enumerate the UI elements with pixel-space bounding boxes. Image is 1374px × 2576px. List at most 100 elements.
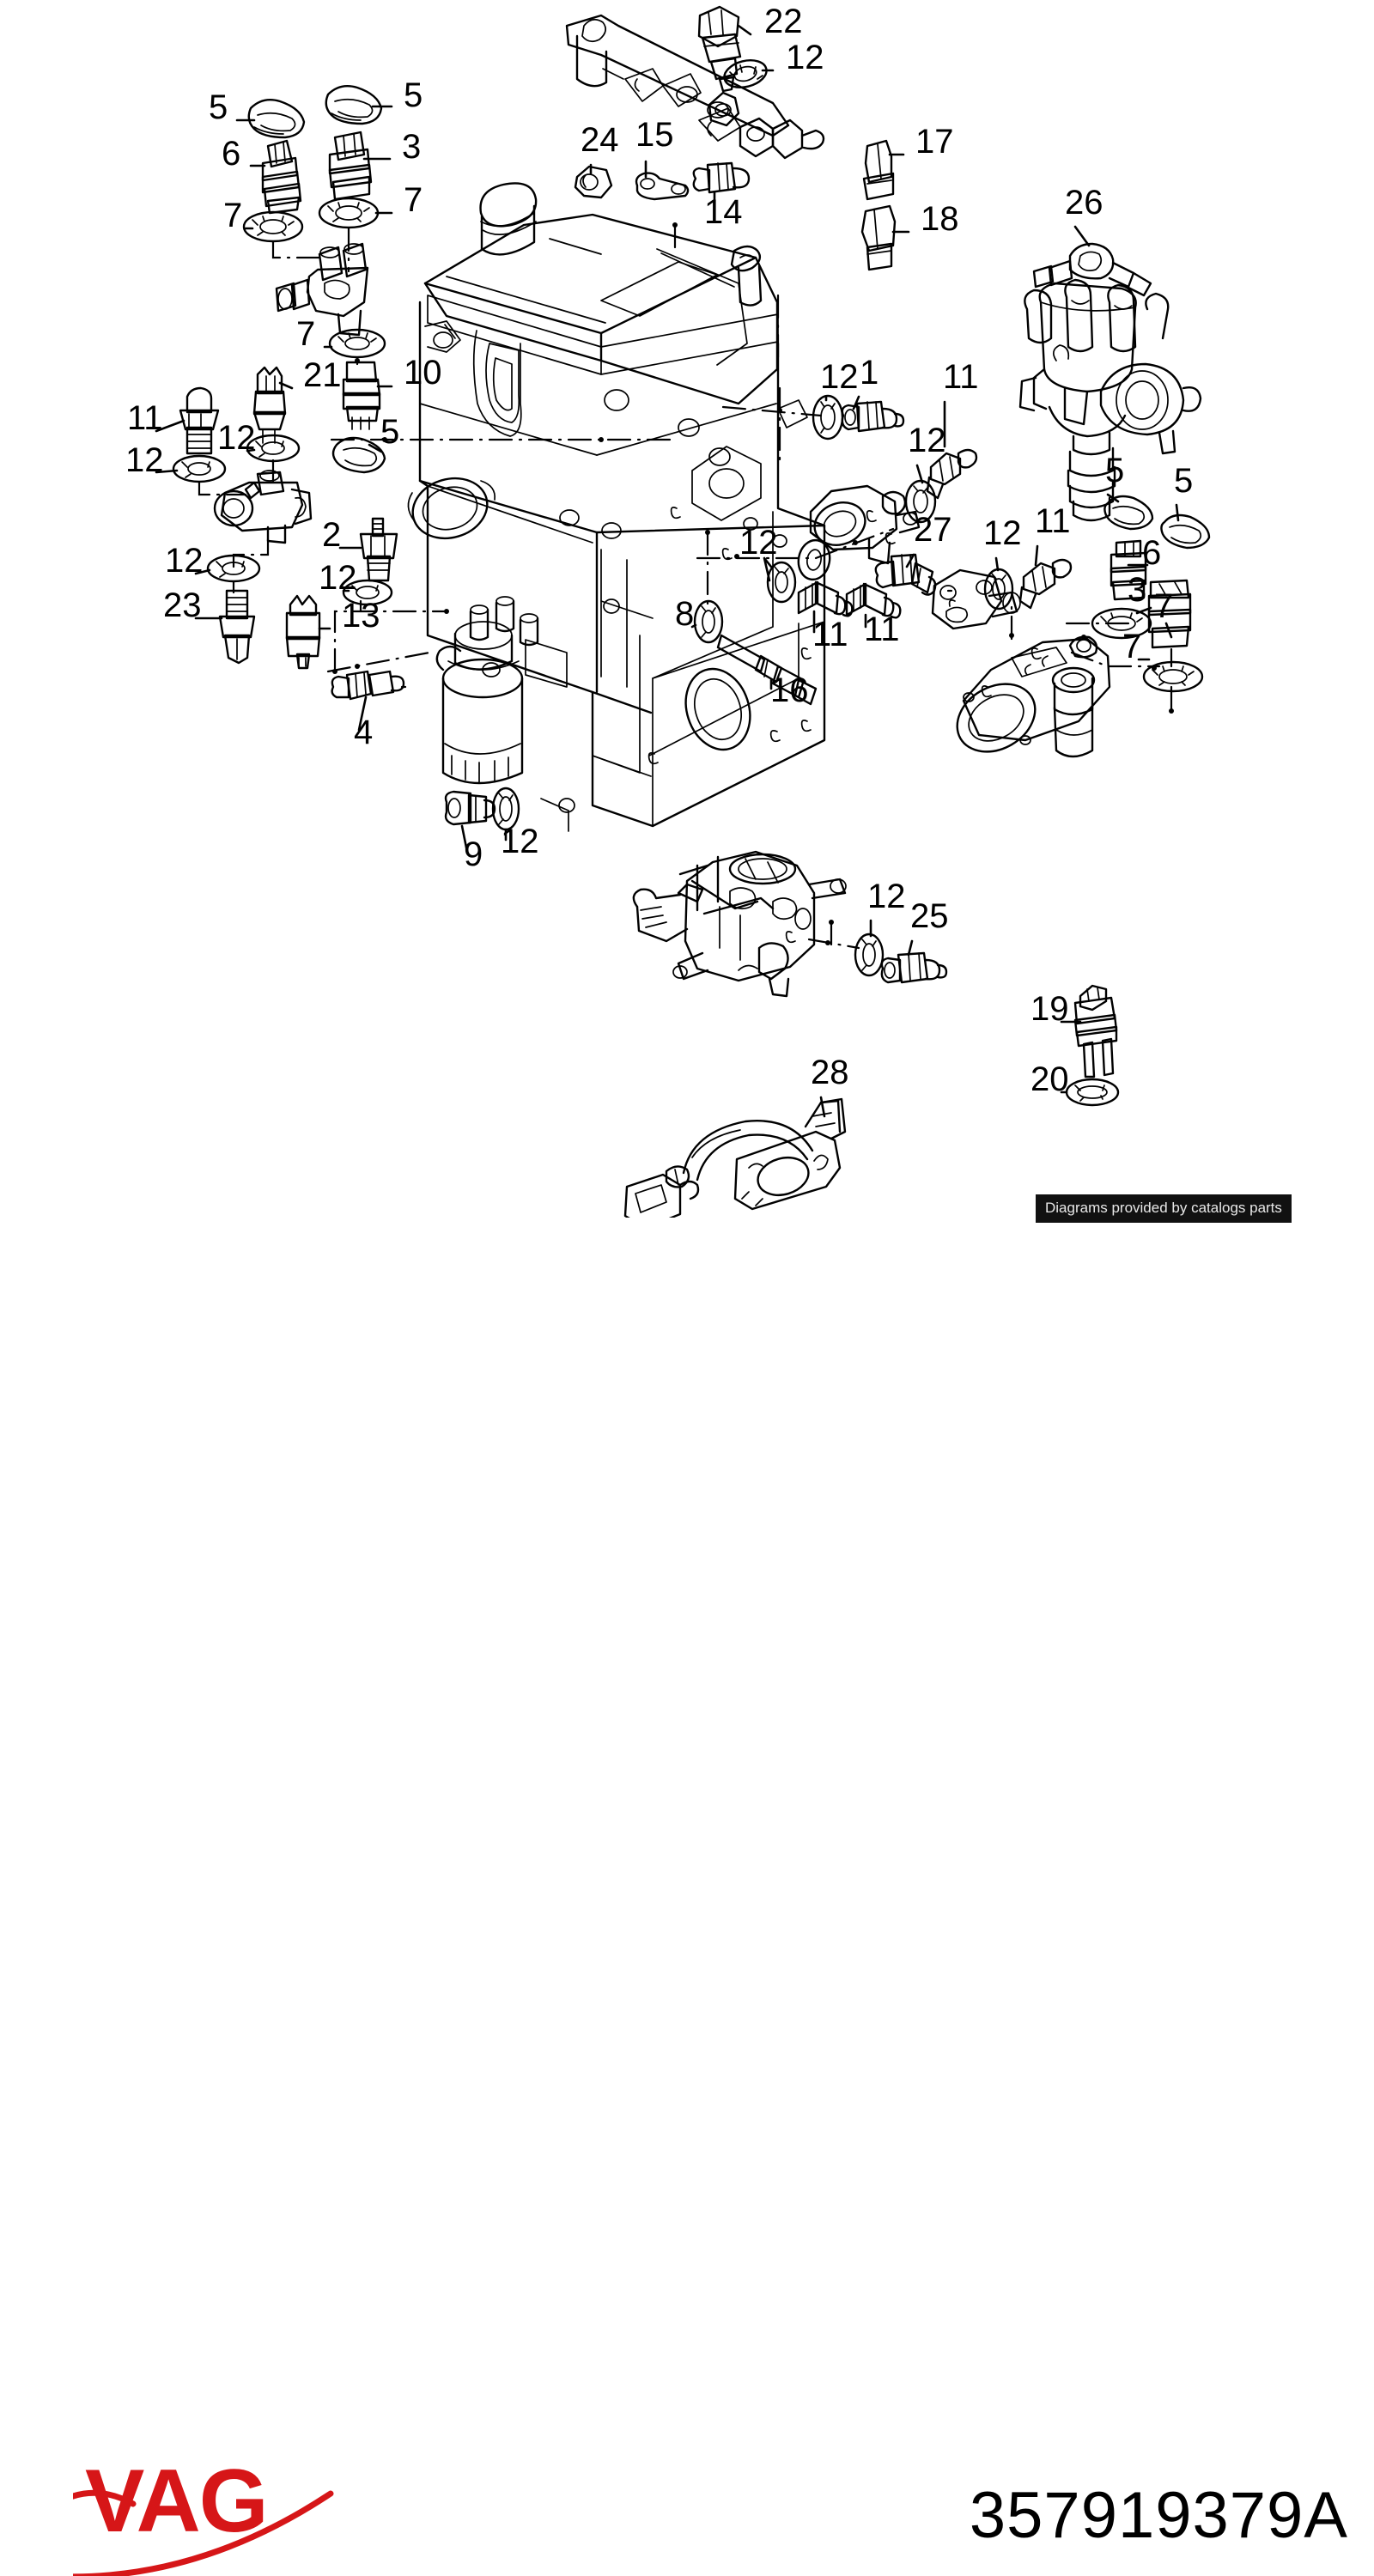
part-seal-7a xyxy=(242,210,304,243)
callout-12: 12 xyxy=(739,524,778,562)
callout-5: 5 xyxy=(380,413,399,451)
part-oring-20 xyxy=(1065,1078,1120,1107)
callout-12: 12 xyxy=(319,559,357,597)
callout-1: 1 xyxy=(860,354,879,392)
callout-19: 19 xyxy=(1030,990,1069,1028)
part-washer-12d xyxy=(812,394,844,440)
callout-8: 8 xyxy=(675,595,694,633)
callout-7: 7 xyxy=(1122,628,1141,665)
part-connector-3a xyxy=(328,131,373,201)
assembly-axis-lines xyxy=(198,222,1174,950)
callout-11: 11 xyxy=(864,611,900,648)
part-washer-12k xyxy=(854,933,885,977)
callout-20: 20 xyxy=(1030,1060,1069,1098)
part-switch-11d xyxy=(845,582,902,619)
part-valve-2 xyxy=(359,517,398,582)
intake-manifold-illustration xyxy=(565,5,825,160)
leader-lines xyxy=(155,24,1180,1118)
part-connector-10 xyxy=(342,361,381,430)
part-number: 357919379A xyxy=(969,2479,1348,2552)
callout-12: 12 xyxy=(820,358,859,396)
callout-7: 7 xyxy=(1154,587,1173,625)
part-connector-18 xyxy=(860,204,897,271)
callout-12: 12 xyxy=(908,422,946,459)
callout-5: 5 xyxy=(1174,462,1193,500)
callout-12: 12 xyxy=(983,514,1022,552)
parts-diagram-canvas: 5563772212241514171826721101112125121111… xyxy=(125,3,1211,1230)
coolant-housing-illustration xyxy=(809,484,921,565)
callout-25: 25 xyxy=(910,897,949,935)
callout-4: 4 xyxy=(354,714,373,751)
callout-27: 27 xyxy=(914,511,952,549)
part-clip-5b xyxy=(325,85,383,125)
callout-7: 7 xyxy=(223,197,242,234)
part-washer-12g xyxy=(342,579,393,606)
footer-bar: VAG 357919379A xyxy=(0,1218,1374,2576)
callout-11: 11 xyxy=(127,399,163,437)
callout-22: 22 xyxy=(764,3,803,40)
part-sender-housing xyxy=(213,470,313,544)
carburetor-illustration xyxy=(632,850,847,998)
callout-17: 17 xyxy=(915,123,954,161)
callout-6: 6 xyxy=(222,135,240,173)
part-washer-12c xyxy=(172,454,227,483)
part-bracket-15 xyxy=(635,172,690,201)
callout-12: 12 xyxy=(867,878,906,915)
part-switch-11c xyxy=(797,580,854,617)
part-sender-23 xyxy=(218,589,256,665)
callout-15: 15 xyxy=(635,116,674,154)
callout-14: 14 xyxy=(704,193,743,231)
callout-16: 16 xyxy=(770,671,809,709)
callout-21: 21 xyxy=(303,356,342,394)
callout-13: 13 xyxy=(342,597,380,635)
callout-2: 2 xyxy=(322,516,341,554)
callout-12: 12 xyxy=(501,823,539,860)
part-washer-8 xyxy=(693,599,724,644)
svg-text:VAG: VAG xyxy=(85,2451,267,2551)
part-clip-5e xyxy=(1160,513,1211,550)
part-thermoswitch-19 xyxy=(1073,984,1118,1078)
callout-11: 11 xyxy=(943,358,979,396)
part-washer-12j xyxy=(491,787,520,831)
part-switch-11a xyxy=(179,386,220,455)
part-connector-6a xyxy=(261,139,302,215)
callout-10: 10 xyxy=(404,354,442,392)
callout-12: 12 xyxy=(217,419,256,457)
part-washer-12h xyxy=(766,561,797,604)
oil-filter-illustration xyxy=(435,596,539,785)
callout-12: 12 xyxy=(125,441,164,479)
part-seal-7e xyxy=(1142,660,1204,693)
part-sender-13 xyxy=(285,594,321,670)
part-switch-25 xyxy=(880,951,948,984)
callout-3: 3 xyxy=(1128,571,1146,609)
part-sensor-4 xyxy=(331,670,405,701)
callout-6: 6 xyxy=(1142,534,1161,572)
callout-24: 24 xyxy=(581,121,619,159)
part-harness-28 xyxy=(623,1097,847,1230)
thermostat-housing-illustration xyxy=(956,635,1111,758)
part-sensor-14 xyxy=(692,161,751,194)
callout-7: 7 xyxy=(404,181,423,219)
callout-28: 28 xyxy=(811,1054,849,1091)
callout-11: 11 xyxy=(812,616,848,653)
callout-3: 3 xyxy=(402,128,421,166)
part-clip-5d xyxy=(1103,495,1154,531)
callout-26: 26 xyxy=(1065,184,1103,222)
part-connector-6b xyxy=(1110,539,1147,601)
callout-5: 5 xyxy=(404,76,423,114)
part-nut-24 xyxy=(574,165,613,199)
part-switch-1 xyxy=(841,400,905,433)
callout-5: 5 xyxy=(1105,452,1124,489)
callout-7: 7 xyxy=(296,315,315,353)
part-clip-5c xyxy=(331,436,386,474)
water-flange-illustration xyxy=(931,568,1021,630)
part-sensor-21 xyxy=(252,366,287,444)
callout-5: 5 xyxy=(209,88,228,126)
part-switch-11e xyxy=(1018,558,1073,610)
part-connector-17 xyxy=(862,139,895,201)
vag-logo: VAG xyxy=(73,2451,334,2576)
engine-block-illustration xyxy=(407,182,826,832)
callout-23: 23 xyxy=(163,586,202,624)
